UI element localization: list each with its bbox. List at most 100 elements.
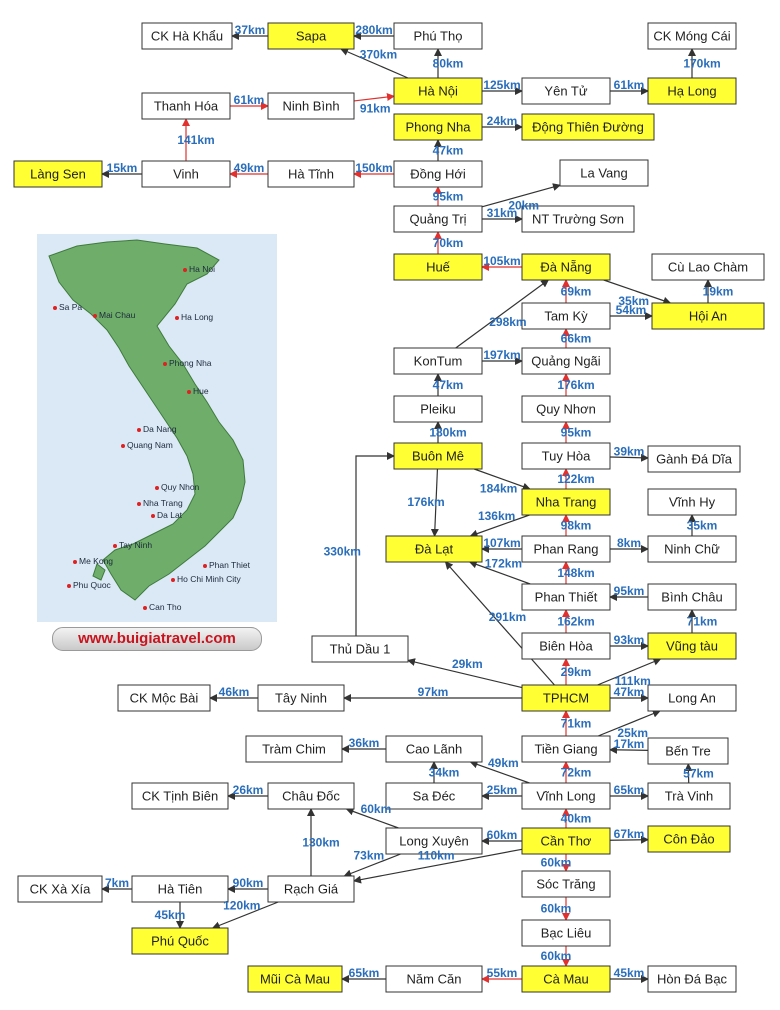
edge-arrow — [468, 560, 531, 585]
node-box — [131, 782, 229, 810]
node-tphcm: TPHCM — [521, 684, 611, 712]
node-phan-rang: Phan Rang — [521, 535, 611, 563]
node-box — [267, 22, 355, 50]
distance-label: 95km — [561, 426, 592, 440]
map-city-label: Can Tho — [143, 602, 181, 612]
edge-arrow — [353, 848, 523, 884]
node-label: Long An — [668, 691, 716, 706]
node-label: Sóc Trăng — [536, 877, 595, 892]
node-box — [647, 782, 731, 810]
distance-label: 47km — [433, 378, 464, 392]
distance-label: 180km — [429, 426, 466, 440]
edge-rach-gia-to-phu-quoc — [211, 901, 279, 930]
edge-tien-giang-to-long-an — [597, 709, 661, 737]
website-banner[interactable]: www.buigiatravel.com — [52, 627, 262, 651]
node-box — [385, 965, 483, 993]
node-label: Ninh Chữ — [664, 542, 720, 557]
node-label: Vĩnh Hy — [669, 495, 716, 510]
edge-arrow — [481, 183, 561, 208]
node-box — [647, 684, 737, 712]
map-city-label: Hue — [187, 386, 209, 396]
distance-label: 125km — [483, 78, 520, 92]
distance-label: 61km — [234, 93, 265, 107]
node-label: Cù Lao Chàm — [668, 260, 748, 275]
distance-label: 37km — [235, 23, 266, 37]
node-label: Năm Căn — [407, 972, 462, 987]
distance-label: 172km — [485, 557, 522, 571]
distance-label: 35km — [618, 294, 649, 308]
node-box — [141, 92, 231, 120]
distance-label: 26km — [233, 783, 264, 797]
distance-label: 105km — [483, 254, 520, 268]
distance-label: 45km — [155, 908, 186, 922]
distance-label: 29km — [452, 657, 483, 671]
node-ben-tre: Bến Tre — [647, 737, 729, 765]
distance-label: 29km — [561, 665, 592, 679]
node-box — [393, 205, 483, 233]
node-label: Huế — [426, 260, 451, 275]
node-tuy-hoa: Tuy Hòa — [521, 442, 611, 470]
edge-arrow — [473, 468, 531, 491]
node-label: Tràm Chim — [262, 742, 326, 757]
distance-label: 46km — [219, 685, 250, 699]
node-label: Bình Châu — [661, 590, 722, 605]
node-label: Hà Tĩnh — [288, 167, 334, 182]
map-pin-icon — [187, 389, 191, 394]
edge-phan-thiet-to-da-lat — [468, 560, 531, 585]
node-ha-tien: Hà Tiên — [131, 875, 229, 903]
edge-can-tho-to-con-dao — [609, 835, 649, 844]
map-pin-icon — [151, 513, 155, 518]
distance-label: 148km — [557, 566, 594, 580]
node-box — [141, 22, 233, 50]
node-box — [131, 927, 229, 955]
node-vinh-long: Vĩnh Long — [521, 782, 611, 810]
node-box — [647, 583, 737, 611]
node-ck-moc-bai: CK Mộc Bài — [117, 684, 211, 712]
node-box — [385, 535, 483, 563]
map-pin-icon — [163, 361, 167, 366]
node-label: Động Thiên Đường — [532, 120, 644, 135]
node-box — [521, 782, 611, 810]
node-box — [521, 870, 611, 898]
edge-ben-tre-to-tien-giang — [609, 745, 649, 754]
edge-ha-noi-to-sapa — [340, 48, 409, 79]
edge-arrow — [609, 745, 649, 754]
distance-label: 280km — [355, 23, 392, 37]
map-city-label: Ha Long — [175, 312, 213, 322]
distance-label: 120km — [223, 899, 260, 913]
edge-buon-me-to-da-lat — [430, 468, 439, 537]
edge-arrow — [353, 93, 395, 102]
node-box — [393, 395, 483, 423]
node-box — [559, 159, 649, 187]
distance-label: 97km — [418, 685, 449, 699]
edge-arrow — [340, 48, 409, 79]
distance-label: 35km — [687, 519, 718, 533]
distance-label: 370km — [360, 47, 397, 61]
node-box — [521, 253, 611, 281]
distance-label: 34km — [429, 766, 460, 780]
node-label: Tuy Hòa — [542, 449, 591, 464]
node-da-nang: Đà Nẵng — [521, 253, 611, 281]
edge-da-nang-to-hoi-an — [603, 279, 672, 305]
node-box — [651, 253, 765, 281]
node-ck-tinh-bien: CK Tịnh Biên — [131, 782, 229, 810]
distance-label: 162km — [557, 615, 594, 629]
node-label: Hạ Long — [667, 84, 716, 99]
distance-label: 73km — [354, 849, 385, 863]
edge-arrow — [211, 901, 279, 930]
node-label: Vinh — [173, 167, 199, 182]
node-box — [393, 160, 483, 188]
node-box — [521, 919, 611, 947]
distance-label: 25km — [617, 726, 648, 740]
node-ca-mau: Cà Mau — [521, 965, 611, 993]
distance-label: 141km — [177, 133, 214, 147]
node-ck-ha-khau: CK Hà Khẩu — [141, 22, 233, 50]
node-box — [247, 965, 343, 993]
distance-label: 20km — [508, 199, 539, 213]
node-label: Biên Hòa — [539, 639, 593, 654]
distance-label: 60km — [487, 828, 518, 842]
map-city-label: Phan Thiet — [203, 560, 250, 570]
distance-label: 110km — [418, 848, 455, 862]
